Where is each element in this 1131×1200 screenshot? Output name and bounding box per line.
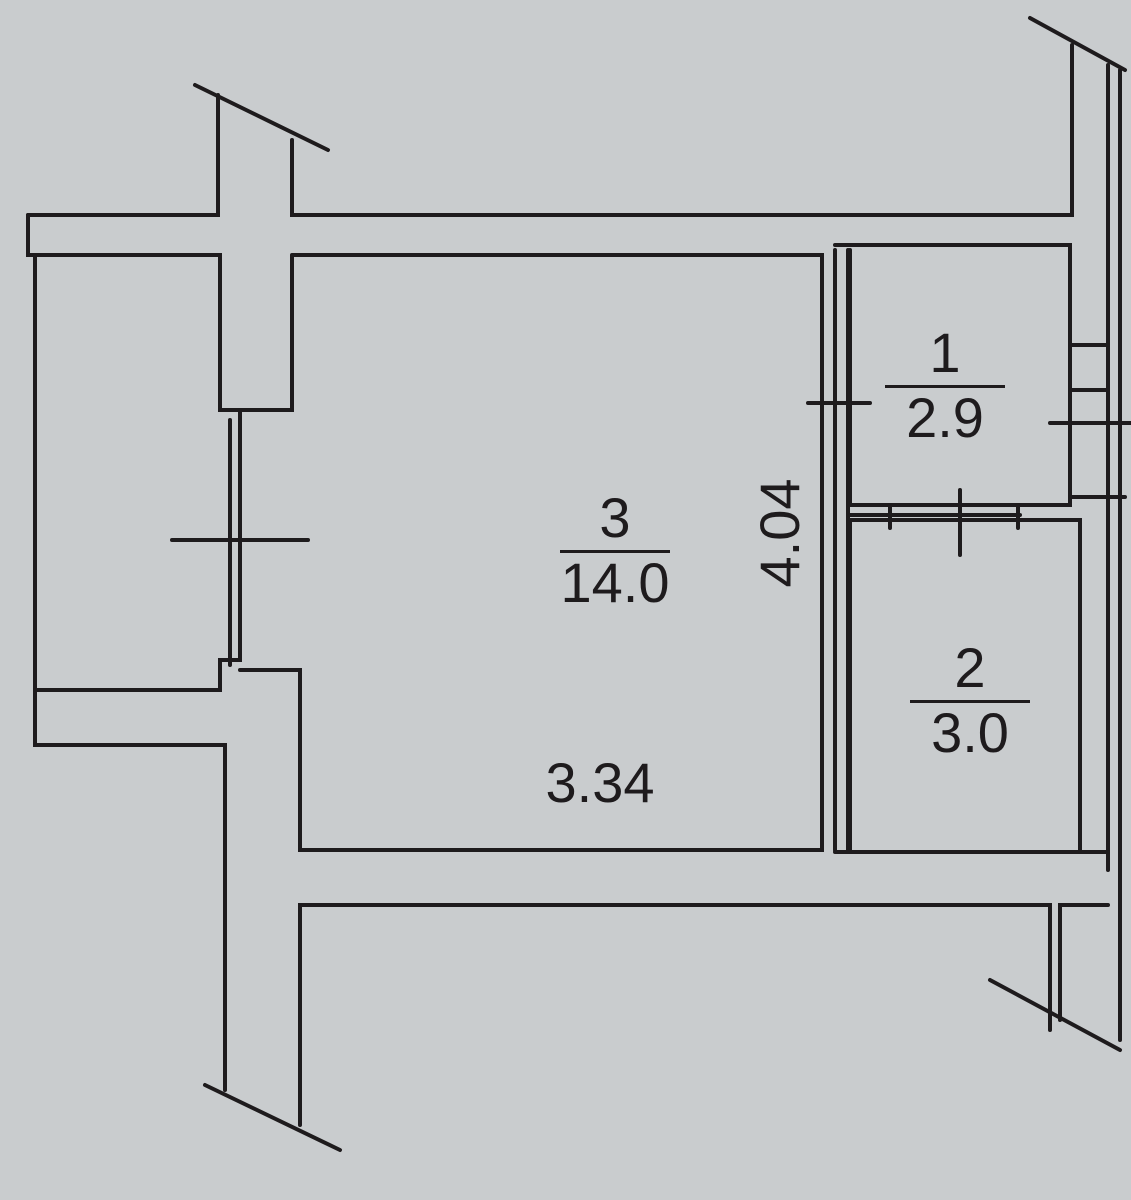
room-3-number: 3 <box>560 490 670 553</box>
room-2-label: 2 3.0 <box>910 640 1030 761</box>
room-2-area: 3.0 <box>931 701 1009 764</box>
room-3-label: 3 14.0 <box>535 490 695 611</box>
room-1-area: 2.9 <box>906 386 984 449</box>
room-3-length-dimension: 4.04 <box>748 478 811 588</box>
room-2-number: 2 <box>910 640 1030 703</box>
room-1-label: 1 2.9 <box>885 325 1005 446</box>
room-1-number: 1 <box>885 325 1005 388</box>
room-3-area: 14.0 <box>560 551 670 614</box>
room-3-width-dimension: 3.34 <box>545 751 655 814</box>
